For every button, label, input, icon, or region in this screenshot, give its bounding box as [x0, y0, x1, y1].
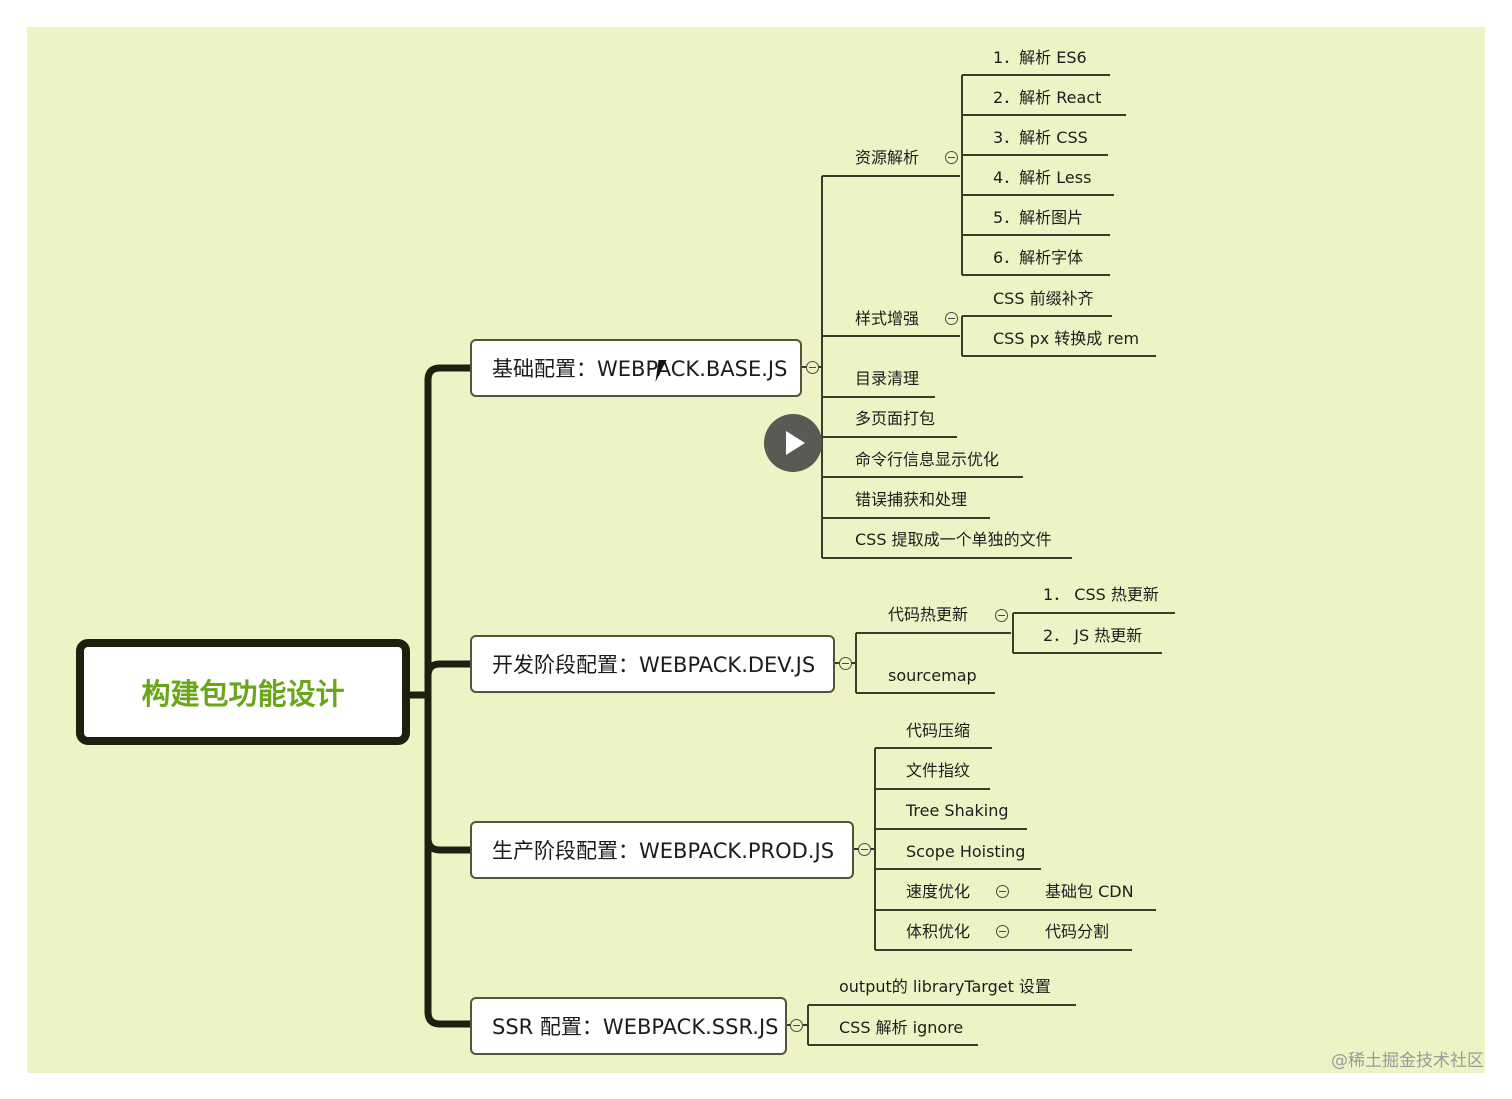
node-style[interactable]: 样式增强: [855, 309, 920, 328]
mindmap-canvas: [27, 27, 1485, 1073]
node-hot-item[interactable]: 2． JS 热更新: [1043, 626, 1143, 645]
node-prod-item[interactable]: 文件指纹: [906, 761, 971, 780]
watermark: @稀土掘金技术社区: [1331, 1051, 1484, 1071]
collapse-ssr-icon[interactable]: [790, 1019, 803, 1032]
node-resource-item[interactable]: 3．解析 CSS: [993, 128, 1088, 147]
root-node-label: 构建包功能设计: [141, 677, 345, 711]
node-speed[interactable]: 速度优化: [906, 882, 971, 901]
node-resource-item[interactable]: 5．解析图片: [993, 208, 1084, 227]
node-base-item[interactable]: CSS 提取成一个单独的文件: [855, 530, 1052, 549]
play-icon[interactable]: [764, 414, 822, 472]
root-node[interactable]: 构建包功能设计: [76, 639, 410, 745]
branch-node-dev[interactable]: 开发阶段配置：WEBPACK.DEV.JS: [470, 635, 835, 693]
node-prod-item[interactable]: 代码压缩: [906, 721, 971, 740]
node-prod-item[interactable]: Tree Shaking: [906, 801, 1009, 820]
collapse-size-icon[interactable]: [996, 925, 1009, 938]
node-hot[interactable]: 代码热更新: [888, 605, 969, 624]
node-size[interactable]: 体积优化: [906, 922, 971, 941]
collapse-prod-icon[interactable]: [858, 843, 871, 856]
collapse-base-icon[interactable]: [806, 361, 819, 374]
node-resource-item[interactable]: 2．解析 React: [993, 88, 1102, 107]
node-resource-item[interactable]: 6．解析字体: [993, 248, 1084, 267]
node-base-item[interactable]: 命令行信息显示优化: [855, 450, 1000, 469]
node-prod-item[interactable]: Scope Hoisting: [906, 842, 1026, 861]
collapse-dev-icon[interactable]: [839, 657, 852, 670]
node-base-item[interactable]: 目录清理: [855, 369, 920, 388]
branch-node-dev-label: 开发阶段配置：WEBPACK.DEV.JS: [492, 653, 816, 677]
node-style-item[interactable]: CSS 前缀补齐: [993, 289, 1094, 308]
node-style-item[interactable]: CSS px 转换成 rem: [993, 329, 1140, 348]
branch-node-ssr[interactable]: SSR 配置：WEBPACK.SSR.JS: [470, 997, 787, 1055]
collapse-style-icon[interactable]: [945, 312, 958, 325]
branch-node-prod[interactable]: 生产阶段配置：WEBPACK.PROD.JS: [470, 821, 854, 879]
branch-node-base-label: 基础配置：WEBPACK.BASE.JS: [492, 357, 788, 381]
node-resource[interactable]: 资源解析: [855, 148, 920, 167]
branch-node-prod-label: 生产阶段配置：WEBPACK.PROD.JS: [492, 839, 835, 863]
node-size-item[interactable]: 代码分割: [1045, 922, 1110, 941]
node-base-item[interactable]: 错误捕获和处理: [855, 490, 968, 509]
node-base-item[interactable]: 多页面打包: [855, 409, 936, 428]
node-hot-item[interactable]: 1． CSS 热更新: [1043, 585, 1159, 604]
node-ssr-item[interactable]: CSS 解析 ignore: [839, 1018, 964, 1037]
node-ssr-item[interactable]: output的 libraryTarget 设置: [839, 977, 1051, 996]
branch-node-base[interactable]: 基础配置：WEBPACK.BASE.JS: [470, 339, 802, 397]
collapse-resource-icon[interactable]: [945, 151, 958, 164]
collapse-speed-icon[interactable]: [996, 885, 1009, 898]
node-resource-item[interactable]: 4．解析 Less: [993, 168, 1092, 187]
branch-node-ssr-label: SSR 配置：WEBPACK.SSR.JS: [492, 1015, 779, 1039]
node-speed-item[interactable]: 基础包 CDN: [1045, 882, 1134, 901]
node-resource-item[interactable]: 1．解析 ES6: [993, 48, 1087, 67]
collapse-hot-icon[interactable]: [995, 609, 1008, 622]
node-sourcemap[interactable]: sourcemap: [888, 666, 977, 685]
